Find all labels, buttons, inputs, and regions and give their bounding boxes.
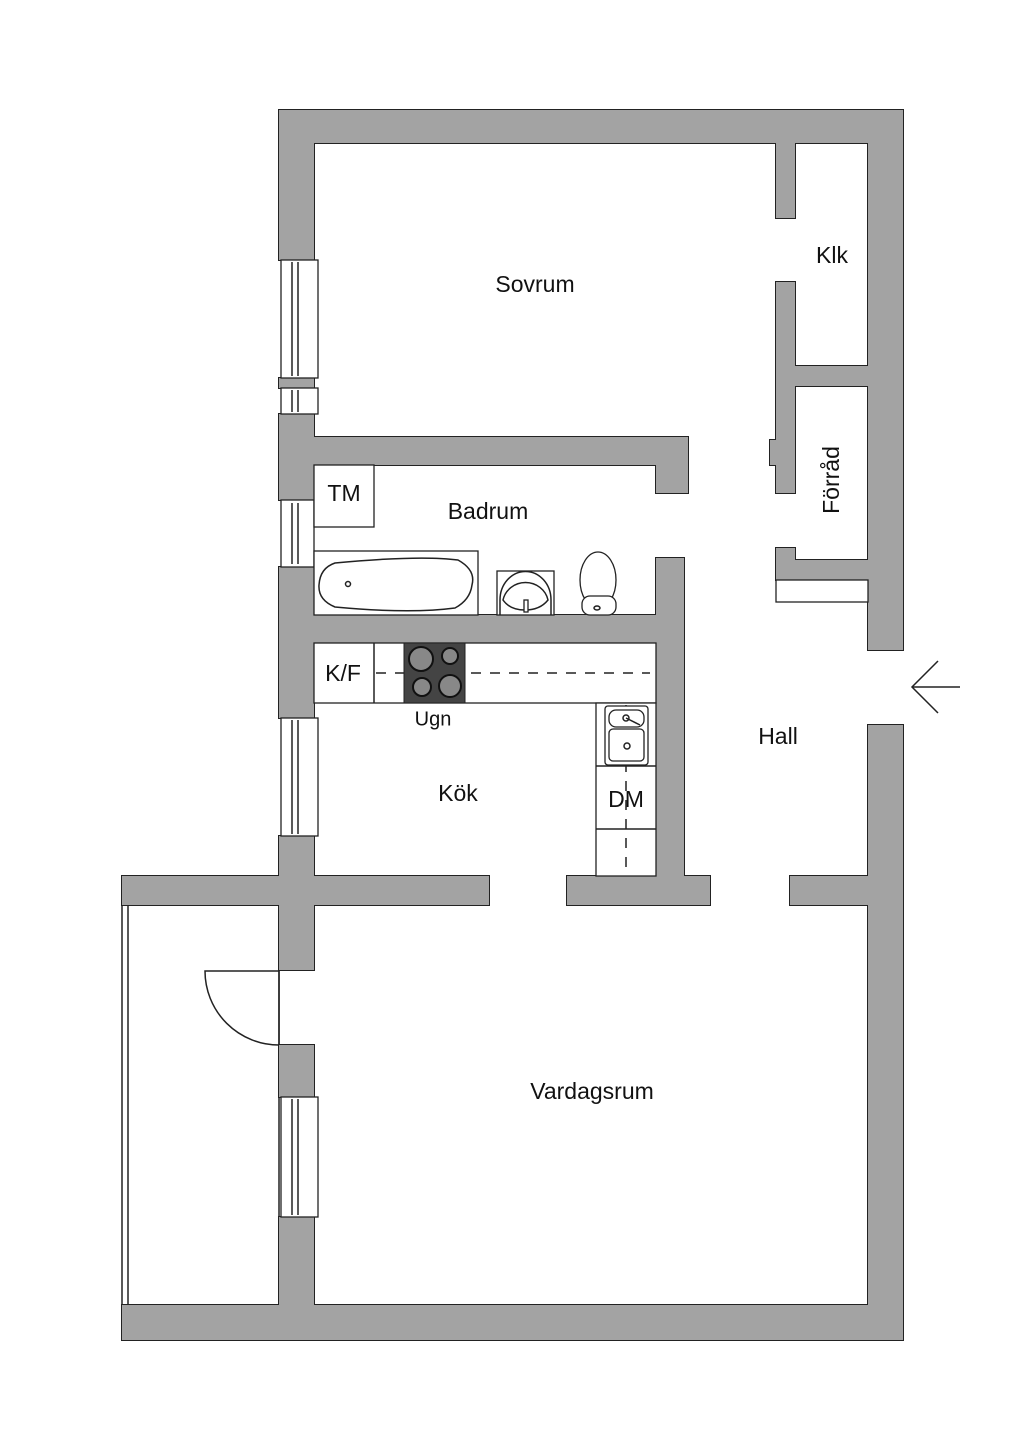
room-label-kok: Kök bbox=[438, 780, 478, 806]
wall-segment bbox=[776, 560, 868, 580]
wall-segment bbox=[314, 876, 489, 905]
room-label-vardagsrum: Vardagsrum bbox=[530, 1078, 654, 1104]
wall-segment bbox=[795, 366, 868, 386]
wall-segment bbox=[279, 836, 314, 970]
wall-segment bbox=[279, 414, 314, 500]
wall-segment bbox=[868, 725, 903, 1340]
wall-segment bbox=[122, 876, 279, 905]
wall-segment bbox=[279, 1045, 314, 1097]
wall-segment bbox=[279, 110, 314, 260]
room-label-sovrum: Sovrum bbox=[495, 271, 574, 297]
window-vardagsrum bbox=[280, 1096, 319, 1218]
wall-segment bbox=[776, 282, 795, 493]
label-kf: K/F bbox=[325, 660, 361, 686]
hall-shelf bbox=[775, 579, 869, 603]
balcony-door-swing bbox=[204, 970, 280, 1046]
balcony bbox=[121, 904, 280, 1306]
room-label-klk: Klk bbox=[816, 242, 848, 268]
wall-segment bbox=[279, 1217, 314, 1340]
window-kok bbox=[280, 717, 319, 837]
kitchen-counter bbox=[313, 642, 657, 704]
label-dm: DM bbox=[608, 786, 644, 812]
wall-segment bbox=[790, 876, 868, 905]
label-tm: TM bbox=[327, 480, 360, 506]
label-ugn: Ugn bbox=[415, 708, 452, 730]
window-badrum bbox=[280, 499, 315, 568]
wall-segment bbox=[122, 1305, 903, 1340]
wall-segment bbox=[770, 440, 776, 465]
wall-segment bbox=[279, 110, 903, 143]
wall-segment bbox=[279, 567, 314, 718]
wall-segment bbox=[868, 110, 903, 650]
room-label-forrad: Förråd bbox=[818, 446, 844, 514]
wall-segment bbox=[656, 558, 684, 876]
kitchen-sink bbox=[604, 705, 649, 766]
wall-segment bbox=[656, 465, 688, 493]
bathtub bbox=[313, 550, 479, 616]
stove bbox=[403, 642, 466, 704]
windows bbox=[280, 259, 319, 1218]
washing-machine bbox=[313, 464, 375, 528]
wall-segment bbox=[314, 437, 688, 465]
window-sovrum-small bbox=[280, 387, 319, 415]
washbasin bbox=[496, 570, 555, 616]
room-label-hall: Hall bbox=[758, 723, 798, 749]
wall-segment bbox=[314, 615, 656, 643]
window-sovrum bbox=[280, 259, 319, 379]
wall-segment bbox=[776, 143, 795, 218]
room-label-badrum: Badrum bbox=[448, 498, 529, 524]
wall-segment bbox=[279, 378, 314, 388]
walls bbox=[121, 109, 904, 1341]
wall-segment bbox=[567, 876, 710, 905]
arrow-left-icon bbox=[910, 660, 960, 714]
toilet bbox=[579, 551, 617, 616]
